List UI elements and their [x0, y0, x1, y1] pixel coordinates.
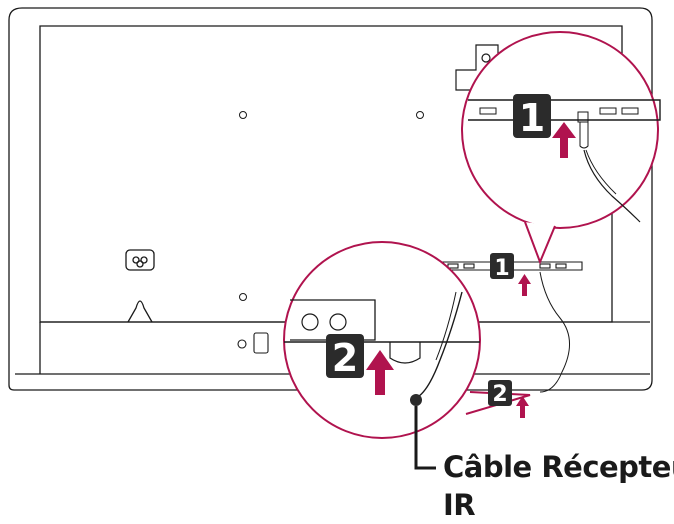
screw-holes	[239, 111, 424, 301]
ir-cable-small	[539, 271, 570, 393]
svg-text:1: 1	[519, 96, 545, 140]
arrow-up-top-small	[518, 274, 531, 296]
step-badge-top-small: 1	[490, 253, 514, 281]
step-badge-bottom-small: 2	[488, 380, 512, 407]
stand-hook	[127, 300, 153, 323]
power-socket	[125, 249, 155, 271]
insert-arrows	[366, 122, 576, 418]
svg-text:2: 2	[492, 382, 507, 407]
zoom-circle-bottom	[283, 241, 481, 439]
arrow-up-top-large	[552, 122, 576, 158]
svg-text:1: 1	[494, 256, 509, 281]
ir-cable-label-line1: Câble Récepteur	[443, 450, 674, 484]
arrow-up-bottom-large	[366, 350, 394, 395]
rear-slot	[455, 44, 499, 91]
callout-leader-line	[414, 406, 436, 470]
ir-cable-label: Câble Récepteur IR	[443, 448, 674, 524]
arrow-up-bottom-small	[516, 396, 529, 418]
step-badge-top-large: 1	[513, 94, 551, 140]
ir-cable-label-line2: IR	[443, 488, 476, 522]
step-badge-bottom-large: 2	[326, 334, 364, 380]
zoom-tail-top	[524, 221, 556, 265]
svg-text:2: 2	[332, 336, 358, 380]
bottom-port	[237, 332, 269, 354]
